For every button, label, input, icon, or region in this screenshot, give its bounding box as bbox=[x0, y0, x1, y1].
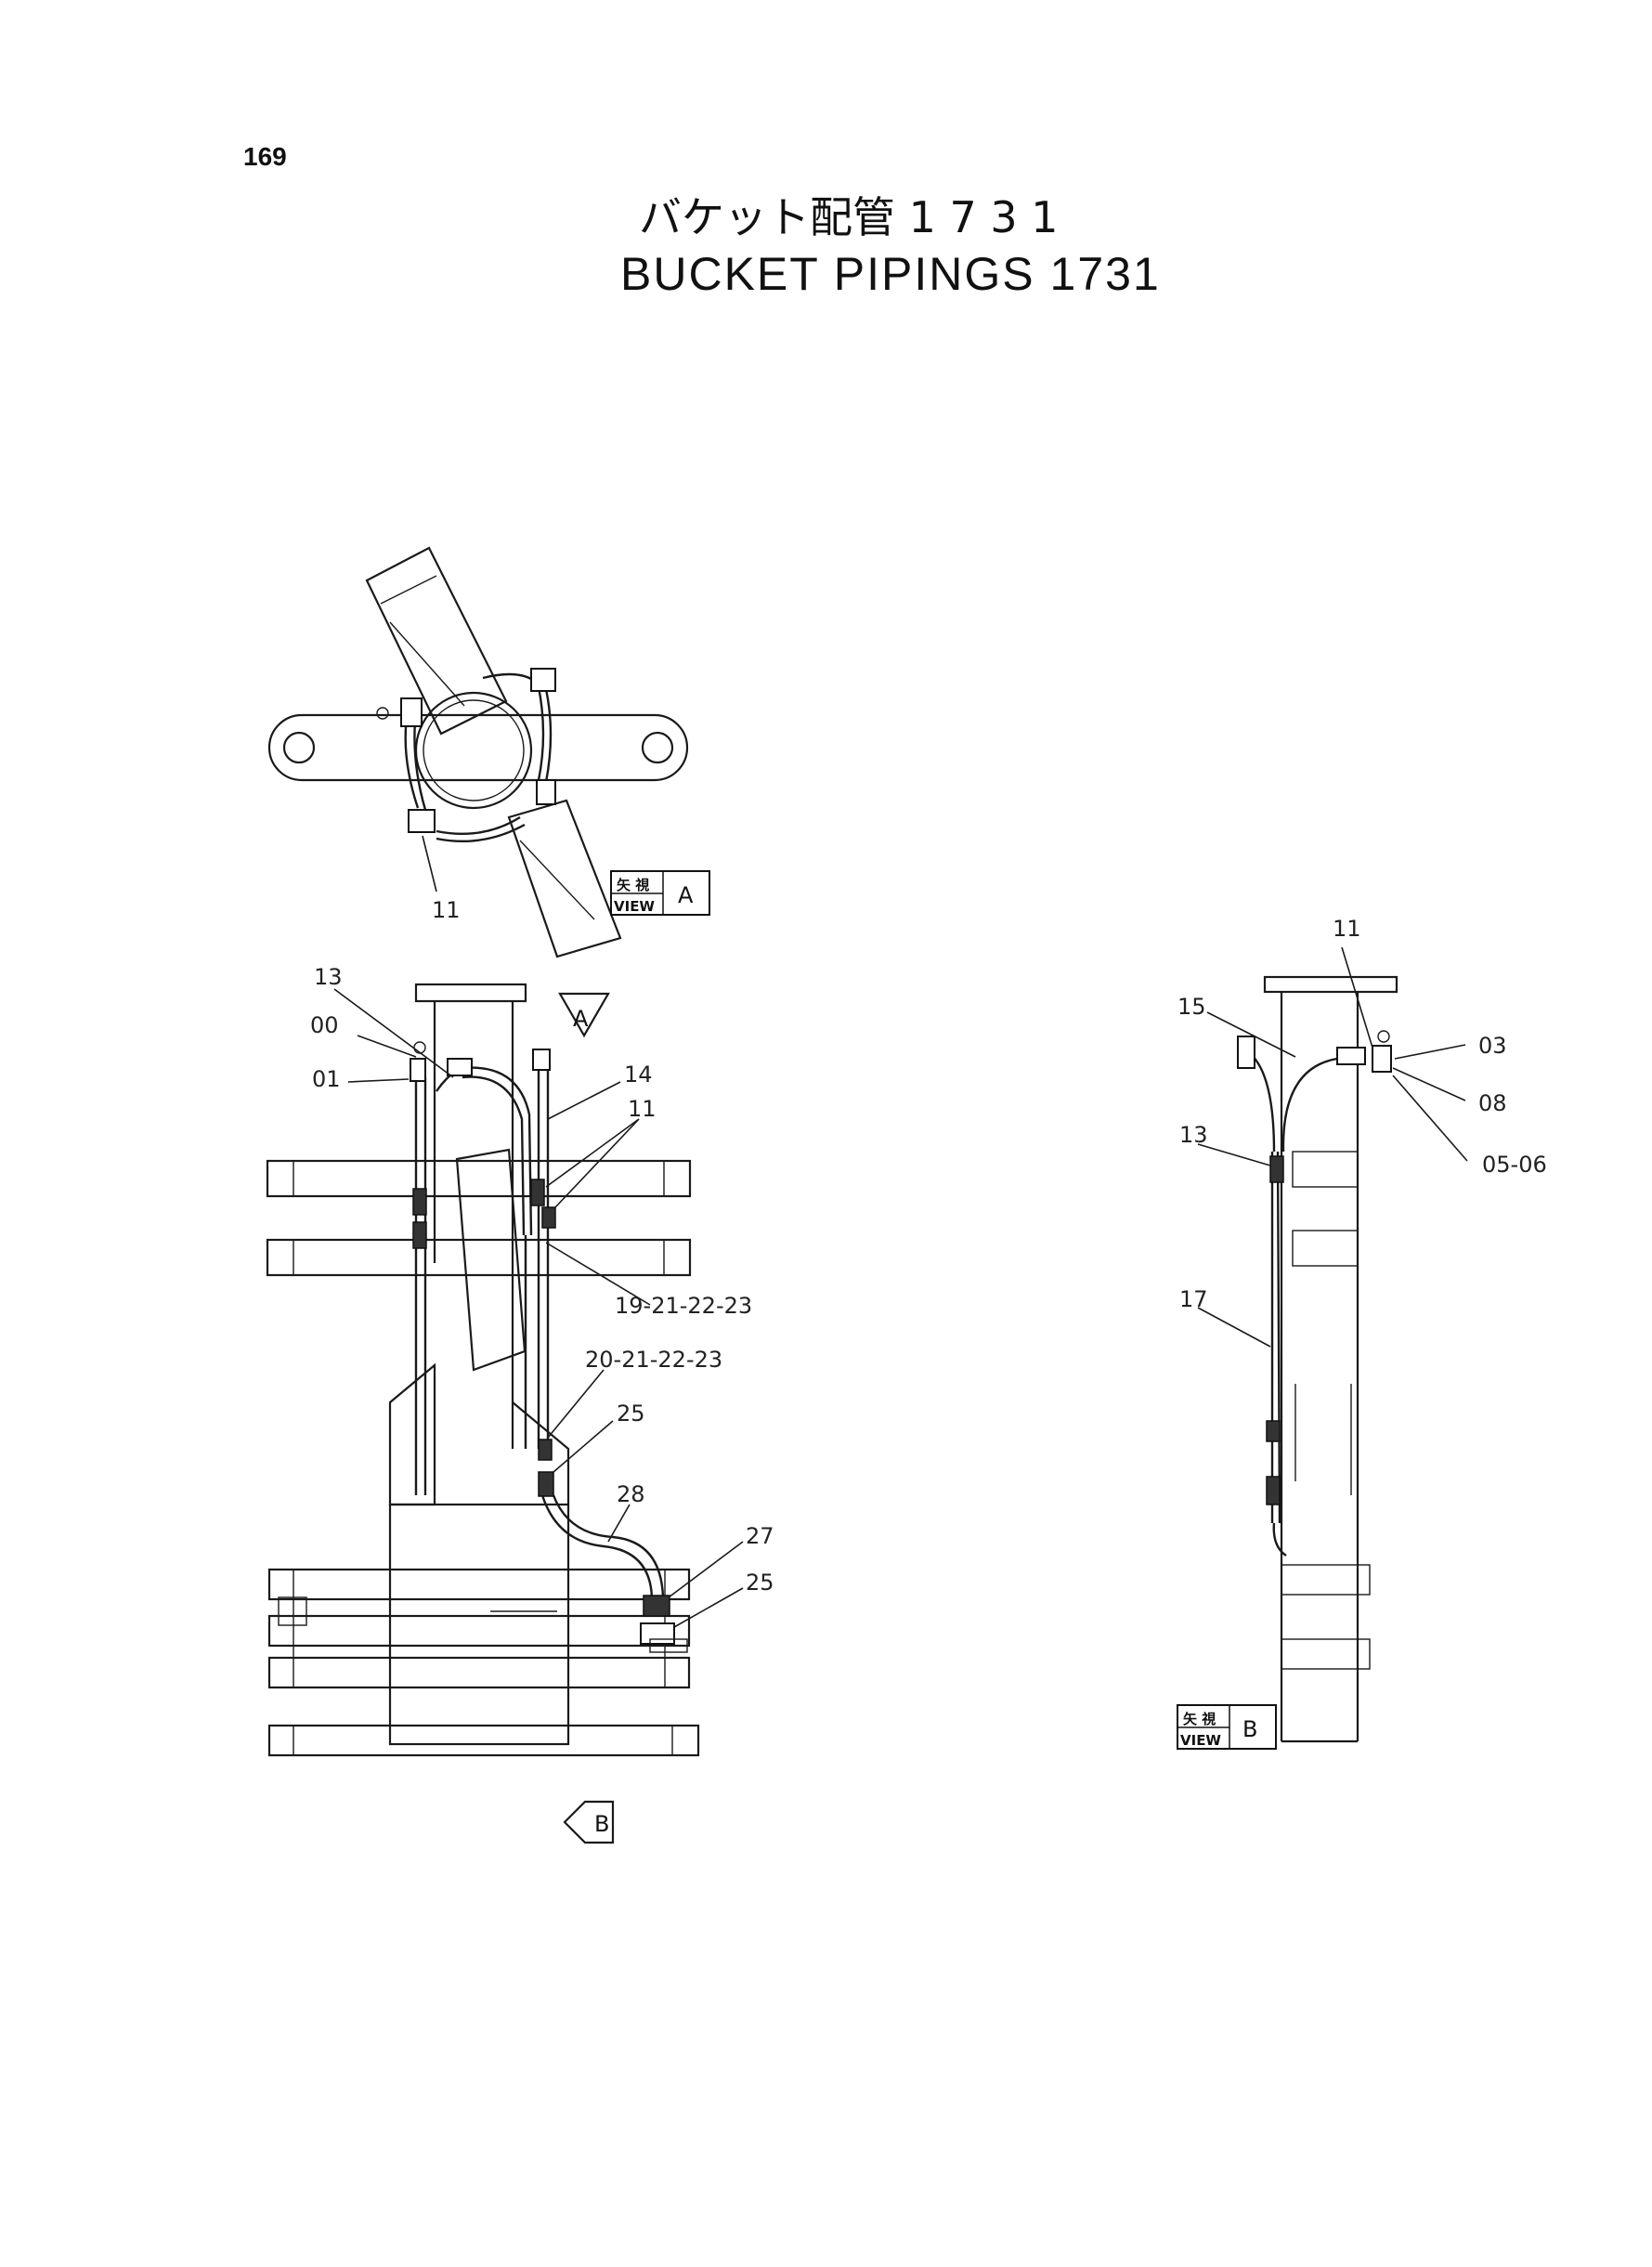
view-b-callout-08: 08 bbox=[1478, 1090, 1507, 1116]
arrow-a-letter: A bbox=[573, 1006, 589, 1032]
view-b-callout-03: 03 bbox=[1478, 1033, 1507, 1059]
view-b-box-kanji: 矢 視 bbox=[1183, 1711, 1216, 1727]
view-a-callout-11: 11 bbox=[432, 897, 461, 923]
title-japanese: バケット配管 1 7 3 1 bbox=[639, 192, 1059, 242]
front-callout-20-21-22-23: 20-21-22-23 bbox=[585, 1347, 722, 1373]
view-b-box-letter: B bbox=[1242, 1716, 1257, 1742]
view-b-drawing: 11 15 03 13 08 05-06 17 bbox=[1177, 916, 1547, 1743]
front-callout-25-upper: 25 bbox=[617, 1401, 645, 1427]
arrow-b-letter: B bbox=[594, 1811, 609, 1837]
view-b-callout-05-06: 05-06 bbox=[1482, 1152, 1547, 1178]
front-callout-27: 27 bbox=[746, 1523, 774, 1549]
view-b-label-box: 矢 視 VIEW B bbox=[1177, 1704, 1277, 1750]
front-callout-19-21-22-23: 19-21-22-23 bbox=[615, 1293, 752, 1319]
view-a-box-letter: A bbox=[678, 882, 694, 908]
view-a-label-box: 矢 視 VIEW A bbox=[610, 870, 710, 916]
view-a-box-kanji: 矢 視 bbox=[617, 877, 649, 893]
view-b-callout-13: 13 bbox=[1179, 1122, 1208, 1148]
front-callout-00: 00 bbox=[310, 1012, 339, 1038]
page-number: 169 bbox=[243, 142, 287, 171]
front-callout-13: 13 bbox=[314, 964, 343, 990]
view-a-drawing: 11 bbox=[267, 546, 689, 958]
view-b-box-view: VIEW bbox=[1180, 1732, 1221, 1749]
view-a-box-view: VIEW bbox=[614, 898, 655, 915]
front-callout-28: 28 bbox=[617, 1481, 645, 1507]
front-callout-11: 11 bbox=[628, 1096, 657, 1122]
view-b-callout-17: 17 bbox=[1179, 1286, 1208, 1312]
front-callout-01: 01 bbox=[312, 1066, 341, 1092]
title-english: BUCKET PIPINGS 1731 bbox=[620, 248, 1161, 300]
front-callout-14: 14 bbox=[624, 1062, 653, 1088]
view-b-callout-15: 15 bbox=[1177, 994, 1206, 1020]
front-view-drawing: A B 13 00 01 14 11 19-21-22-23 20-21-22-… bbox=[266, 964, 774, 1844]
view-b-callout-11: 11 bbox=[1333, 916, 1361, 942]
front-callout-25-lower: 25 bbox=[746, 1570, 774, 1596]
